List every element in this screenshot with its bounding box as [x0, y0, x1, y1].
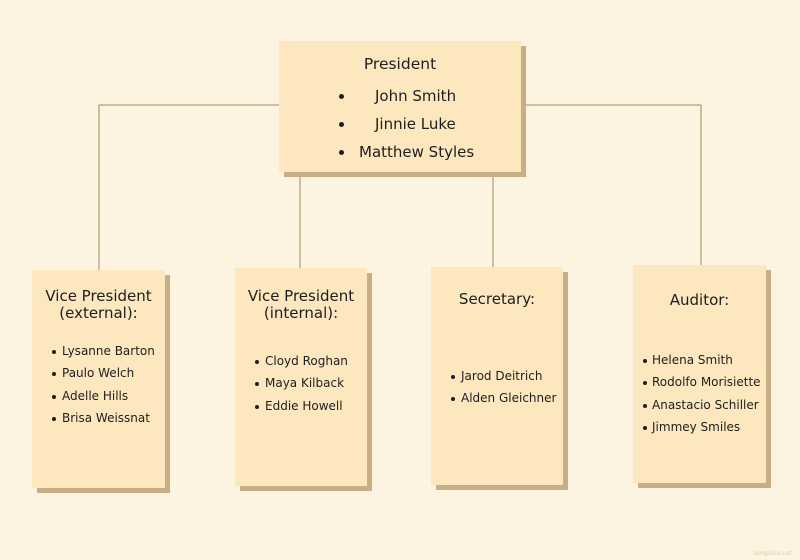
- vice-president-internal-title: Vice President (internal):: [247, 287, 355, 322]
- vice-president-external-title: Vice President (external):: [45, 287, 152, 322]
- president-title: President: [363, 55, 437, 73]
- member-item: Jimmey Smiles: [633, 416, 766, 438]
- vice-president-internal-member-list: Cloyd Roghan Maya Kilback Eddie Howell: [235, 350, 367, 417]
- secretary-title: Secretary:: [458, 290, 536, 308]
- president-box: President John Smith Jinnie Luke Matthew…: [279, 41, 521, 172]
- auditor-member-list: Helena Smith Rodolfo Morisiette Anastaci…: [633, 349, 766, 438]
- member-item: Helena Smith: [633, 349, 766, 371]
- vice-president-external-box: Vice President (external): Lysanne Barto…: [32, 270, 165, 488]
- member-item: Brisa Weissnat: [32, 407, 165, 429]
- president-member: Jinnie Luke: [279, 110, 521, 138]
- watermark: template.net: [753, 550, 792, 557]
- president-member: Matthew Styles: [279, 138, 521, 166]
- member-item: Paulo Welch: [32, 362, 165, 384]
- member-item: Eddie Howell: [235, 395, 367, 417]
- auditor-title: Auditor:: [669, 291, 730, 309]
- president-member-list: John Smith Jinnie Luke Matthew Styles: [279, 82, 521, 166]
- vice-president-external-member-list: Lysanne Barton Paulo Welch Adelle Hills …: [32, 340, 165, 429]
- member-item: Anastacio Schiller: [633, 394, 766, 416]
- member-item: Cloyd Roghan: [235, 350, 367, 372]
- member-item: Rodolfo Morisiette: [633, 371, 766, 393]
- vice-president-internal-box: Vice President (internal): Cloyd Roghan …: [235, 268, 367, 486]
- member-item: Maya Kilback: [235, 372, 367, 394]
- member-item: Adelle Hills: [32, 385, 165, 407]
- secretary-member-list: Jarod Deitrich Alden Gleichner: [431, 365, 563, 410]
- secretary-box: Secretary: Jarod Deitrich Alden Gleichne…: [431, 267, 563, 485]
- member-item: Jarod Deitrich: [431, 365, 563, 387]
- member-item: Alden Gleichner: [431, 387, 563, 409]
- member-item: Lysanne Barton: [32, 340, 165, 362]
- auditor-box: Auditor: Helena Smith Rodolfo Morisiette…: [633, 265, 766, 483]
- president-member: John Smith: [279, 82, 521, 110]
